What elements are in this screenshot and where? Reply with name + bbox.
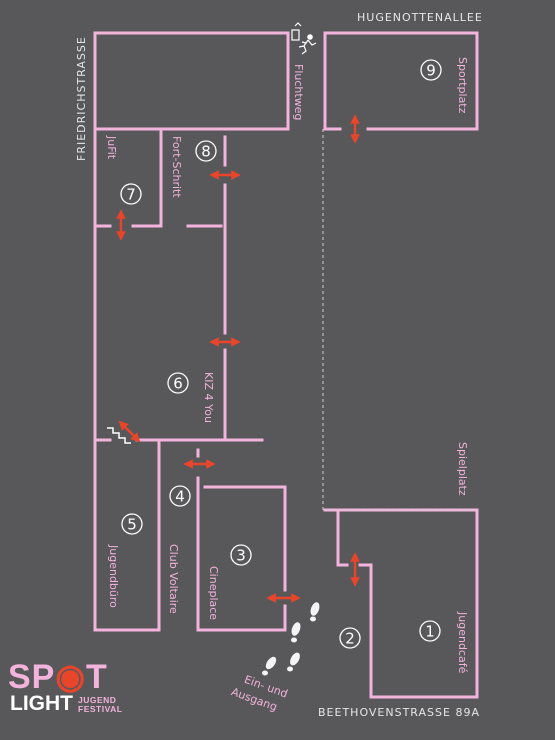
room-number-8: 8 bbox=[201, 143, 211, 161]
stairs-icon bbox=[107, 427, 131, 444]
room-label-cineplace: Cineplace bbox=[207, 566, 220, 620]
room-number-3: 3 bbox=[236, 547, 246, 565]
logo-light: LIGHT bbox=[10, 692, 73, 715]
door-arrow-icon bbox=[118, 420, 141, 443]
room-label-sportplatz: Sportplatz bbox=[456, 57, 469, 114]
room-number-7: 7 bbox=[126, 186, 136, 204]
room-number-1: 1 bbox=[425, 623, 435, 641]
area-label-spielplatz: Spielplatz bbox=[456, 442, 469, 496]
street-label-left: FRIEDRICHSTRASSE bbox=[75, 36, 88, 161]
room-label-jugendcafe: Jugendcafé bbox=[456, 611, 469, 674]
street-label-bottom: BEETHOVENSTRASSE 89A bbox=[318, 706, 480, 719]
room-label-club-voltaire: Club Voltaire bbox=[167, 544, 180, 614]
logo-spot: SP◉T bbox=[8, 658, 108, 696]
door-arrows bbox=[116, 114, 360, 603]
exit-label-fluchtweg: Fluchtweg bbox=[292, 64, 305, 120]
room-numbers bbox=[120, 59, 442, 649]
room-number-2: 2 bbox=[345, 630, 355, 648]
location-pin-icon: ◉ bbox=[55, 658, 87, 696]
footprints-icon bbox=[262, 602, 320, 676]
street-label-top: HUGENOTTENALLEE bbox=[357, 11, 483, 24]
room-label-fort-schritt: Fort-Schritt bbox=[170, 136, 183, 198]
room-number-9: 9 bbox=[426, 62, 436, 80]
room-label-jugendbuero: Jugendbüro bbox=[107, 544, 120, 608]
room-label-kiz-4-you: KIZ 4 You bbox=[202, 372, 215, 423]
walls bbox=[93, 31, 479, 699]
room-label-jufit: JuFit bbox=[105, 135, 118, 160]
room-number-6: 6 bbox=[173, 375, 183, 393]
running-person-icon bbox=[291, 22, 317, 55]
room-number-5: 5 bbox=[127, 516, 137, 534]
room-number-4: 4 bbox=[175, 488, 185, 506]
